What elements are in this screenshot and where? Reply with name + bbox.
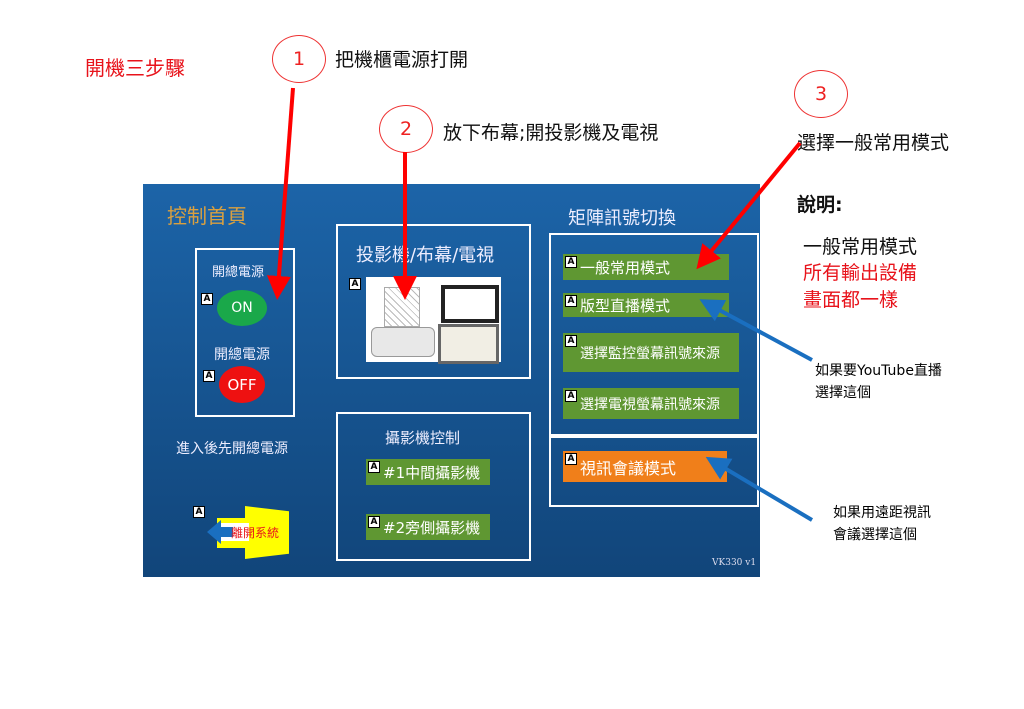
video-conf-label: 視訊會議模式 (580, 458, 677, 478)
camera-2-button[interactable]: #2旁側攝影機 (366, 514, 490, 540)
power-off-button[interactable]: OFF (219, 366, 265, 403)
step-2-badge: 2 (379, 105, 433, 153)
power-box (195, 248, 295, 417)
left-arrow-icon (207, 520, 221, 544)
video-conf-button[interactable]: 視訊會議模式 (563, 451, 727, 482)
screen-icon (438, 324, 499, 364)
notes-line1: 一般常用模式 (803, 236, 918, 258)
step-3-text: 選擇一般常用模式 (797, 132, 950, 154)
camera-title: 攝影機控制 (385, 429, 461, 447)
version-label: VK330 v1 (712, 558, 757, 568)
power-off-label: 開總電源 (214, 347, 270, 363)
a-icon: A (565, 335, 577, 347)
tv-icon (441, 285, 499, 323)
a-icon: A (349, 278, 361, 290)
exit-label: 離開系統 (231, 526, 280, 540)
step-1-text: 把機櫃電源打開 (335, 49, 469, 71)
a-icon: A (565, 453, 577, 465)
video-note-2: 會議選擇這個 (833, 527, 917, 543)
power-hint: 進入後先開總電源 (176, 441, 288, 457)
a-icon: A (565, 295, 577, 307)
video-note-1: 如果用遠距視訊 (833, 505, 931, 521)
matrix-button-label: 版型直播模式 (580, 296, 671, 315)
projector-title: 投影機/布幕/電視 (356, 245, 495, 266)
camera-1-label: #1中間攝影機 (383, 463, 481, 482)
a-icon: A (565, 256, 577, 268)
matrix-button-label: 選擇電視螢幕訊號來源 (580, 396, 720, 413)
step-2-text: 放下布幕;開投影機及電視 (443, 122, 659, 144)
projector-lift-icon (384, 287, 420, 327)
control-panel: 控制首頁 開總電源 A ON 開總電源 A OFF 進入後先開總電源 A 離開系… (143, 184, 760, 577)
a-icon: A (203, 370, 215, 382)
a-icon: A (201, 293, 213, 305)
a-icon: A (193, 506, 205, 518)
youtube-note-1: 如果要YouTube直播 (815, 363, 942, 379)
power-on-label: 開總電源 (212, 265, 265, 280)
matrix-general-mode-button[interactable]: 一般常用模式 (563, 254, 729, 280)
matrix-title: 矩陣訊號切換 (568, 208, 676, 229)
notes-line2: 所有輸出設備 (803, 262, 918, 284)
matrix-button-label: 選擇監控螢幕訊號來源 (580, 345, 720, 362)
camera-box (336, 412, 531, 561)
matrix-tv-source-button[interactable]: 選擇電視螢幕訊號來源 (563, 388, 739, 419)
camera-2-label: #2旁側攝影機 (383, 518, 481, 537)
a-icon: A (565, 390, 577, 402)
matrix-live-mode-button[interactable]: 版型直播模式 (563, 293, 729, 317)
matrix-monitor-source-button[interactable]: 選擇監控螢幕訊號來源 (563, 333, 739, 372)
a-icon: A (368, 461, 380, 473)
a-icon: A (368, 516, 380, 528)
projector-icon (371, 327, 435, 357)
panel-title: 控制首頁 (167, 204, 247, 228)
page-title: 開機三步驟 (85, 56, 185, 80)
youtube-note-2: 選擇這個 (815, 385, 871, 401)
exit-button[interactable]: 離開系統 (207, 506, 289, 559)
power-on-button[interactable]: ON (217, 290, 267, 326)
projector-screen-tv-button[interactable] (366, 277, 501, 364)
step-3-badge: 3 (794, 70, 848, 118)
projector-box (336, 224, 531, 379)
camera-1-button[interactable]: #1中間攝影機 (366, 459, 490, 485)
matrix-button-label: 一般常用模式 (580, 258, 671, 277)
notes-line3: 畫面都一樣 (803, 289, 899, 311)
notes-label: 說明: (797, 194, 843, 216)
step-1-badge: 1 (272, 35, 326, 83)
